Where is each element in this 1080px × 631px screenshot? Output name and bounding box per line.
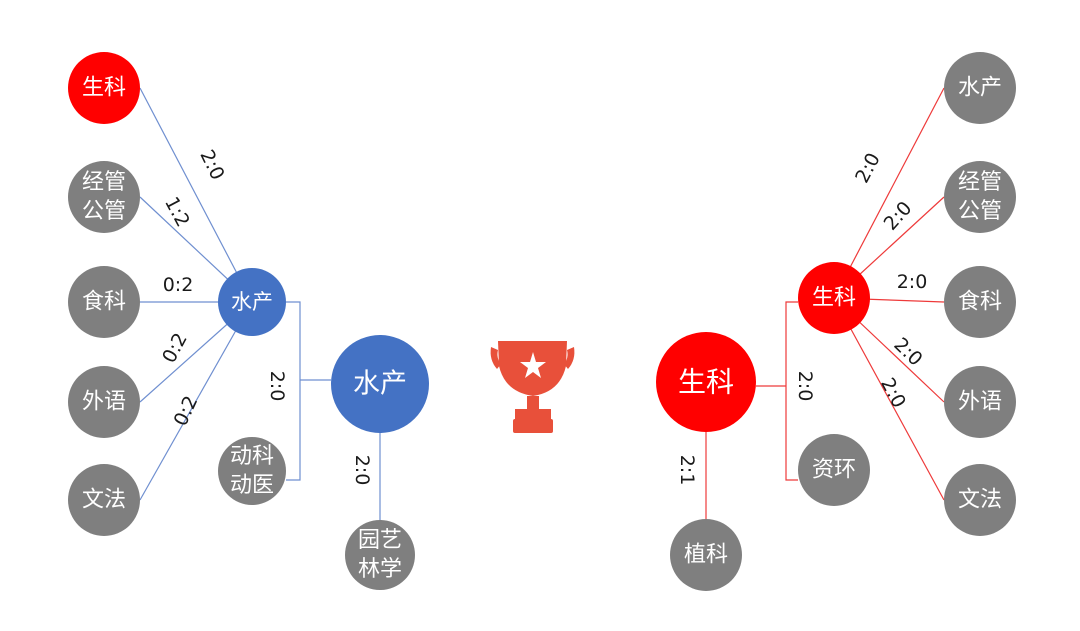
- bracket-line-red: [785, 301, 798, 481]
- team-node-r-wenfa: 文法: [944, 464, 1016, 536]
- bracket-line-red: [833, 87, 945, 299]
- team-circle: [944, 266, 1016, 338]
- team-label: 公管: [958, 199, 1002, 224]
- team-node-l-final: 水产: [331, 335, 429, 433]
- team-label: 水产: [958, 76, 1002, 101]
- match-score-l-shengke: 2:0: [195, 146, 228, 183]
- team-label: 动医: [230, 473, 274, 498]
- team-circle: [218, 437, 286, 505]
- match-score-l-waiyu: 0:2: [158, 329, 192, 366]
- team-node-r-hub: 生科: [798, 262, 870, 334]
- team-circle: [331, 335, 429, 433]
- team-node-r-final: 生科: [656, 332, 756, 432]
- trophy-star-icon: [490, 341, 575, 433]
- bracket-line-blue: [286, 301, 301, 481]
- team-circle: [944, 366, 1016, 438]
- bracket-line-blue: [139, 301, 253, 501]
- team-label: 生科: [812, 286, 856, 311]
- team-circle: [944, 161, 1016, 233]
- team-node-l-wenfa: 文法: [68, 464, 140, 536]
- bracket-line-blue: [139, 87, 253, 303]
- match-score-r-jingguan: 2:0: [880, 197, 917, 234]
- team-node-r-shuichan: 水产: [944, 52, 1016, 124]
- match-score-l-jingguan: 1:2: [160, 193, 194, 230]
- team-nodes: 生科经管公管食科外语文法水产动科动医水产园艺林学水产经管公管食科外语文法生科资环…: [68, 52, 1016, 591]
- bracket-lines: [139, 87, 945, 520]
- team-node-r-zihuan: 资环: [798, 434, 870, 506]
- team-label: 经管: [82, 170, 126, 195]
- team-node-l-hub: 水产: [218, 268, 286, 336]
- match-score-r-shike: 2:0: [897, 271, 928, 293]
- team-circle: [68, 266, 140, 338]
- team-node-r-waiyu: 外语: [944, 366, 1016, 438]
- team-circle: [68, 52, 140, 124]
- team-label: 植科: [684, 543, 728, 568]
- team-label: 文法: [82, 488, 126, 513]
- team-circle: [798, 434, 870, 506]
- bracket-line-red: [833, 297, 945, 501]
- team-label: 食科: [82, 290, 126, 315]
- match-score-r-wenfa: 2:0: [876, 374, 910, 411]
- team-label: 经管: [958, 170, 1002, 195]
- match-score-l-yuanyi: 2:0: [351, 455, 373, 486]
- match-score-l-shike: 0:2: [163, 274, 194, 296]
- team-circle: [68, 161, 140, 233]
- team-label: 文法: [958, 488, 1002, 513]
- team-circle: [670, 519, 742, 591]
- team-label: 生科: [82, 76, 126, 101]
- team-label: 食科: [958, 290, 1002, 315]
- team-label: 公管: [82, 199, 126, 224]
- match-score-l-semi: 2:0: [266, 371, 288, 402]
- team-circle: [68, 464, 140, 536]
- team-node-l-waiyu: 外语: [68, 366, 140, 438]
- team-circle: [218, 268, 286, 336]
- team-label: 林学: [358, 557, 402, 582]
- team-label: 外语: [958, 390, 1002, 415]
- match-score-r-zhike: 2:1: [676, 455, 698, 486]
- team-label: 水产: [231, 290, 273, 314]
- team-node-r-shike: 食科: [944, 266, 1016, 338]
- team-node-l-shengke: 生科: [68, 52, 140, 124]
- team-node-r-zhike: 植科: [670, 519, 742, 591]
- team-label: 资环: [812, 458, 856, 483]
- team-circle: [944, 464, 1016, 536]
- team-circle: [656, 332, 756, 432]
- team-circle: [345, 520, 415, 590]
- team-label: 水产: [353, 369, 407, 400]
- team-circle: [68, 366, 140, 438]
- team-label: 生科: [678, 366, 734, 399]
- team-label: 外语: [82, 390, 126, 415]
- team-circle: [944, 52, 1016, 124]
- team-circle: [798, 262, 870, 334]
- team-label: 园艺: [358, 528, 402, 553]
- match-score-r-waiyu: 2:0: [889, 333, 926, 370]
- team-label: 动科: [230, 444, 274, 469]
- match-score-r-semi: 2:0: [794, 371, 816, 402]
- team-node-l-shike: 食科: [68, 266, 140, 338]
- match-score-r-shuichan: 2:0: [851, 149, 885, 186]
